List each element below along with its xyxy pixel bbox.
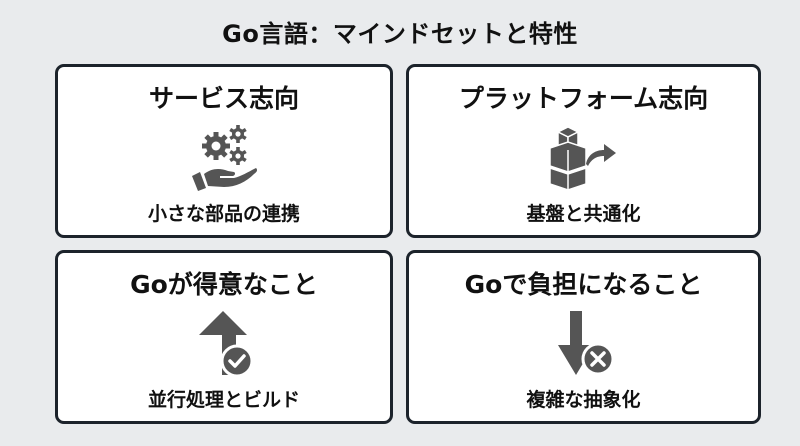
card-heading: Goが得意なこと <box>130 270 318 299</box>
card-caption: 基盤と共通化 <box>526 203 641 225</box>
card-platform-oriented: プラットフォーム志向 基盤と共通化 <box>406 64 761 238</box>
card-heading: Goで負担になること <box>464 270 703 299</box>
card-caption: 並行処理とビルド <box>147 389 300 411</box>
page-title: Go言語：マインドセットと特性 <box>222 20 578 48</box>
card-heading: プラットフォーム志向 <box>458 84 709 113</box>
card-go-burdens: Goで負担になること 複雑な抽象化 <box>406 250 761 424</box>
card-service-oriented: サービス志向 <box>55 64 393 238</box>
card-caption: 複雑な抽象化 <box>526 389 641 411</box>
down-arrow-x-icon <box>544 309 624 379</box>
up-arrow-check-icon <box>184 309 264 379</box>
card-heading: サービス志向 <box>148 84 299 113</box>
stacked-boxes-arrow-icon <box>544 123 624 193</box>
hand-gears-icon <box>184 123 264 193</box>
card-caption: 小さな部品の連携 <box>147 203 300 225</box>
card-go-strengths: Goが得意なこと 並行処理とビルド <box>55 250 393 424</box>
